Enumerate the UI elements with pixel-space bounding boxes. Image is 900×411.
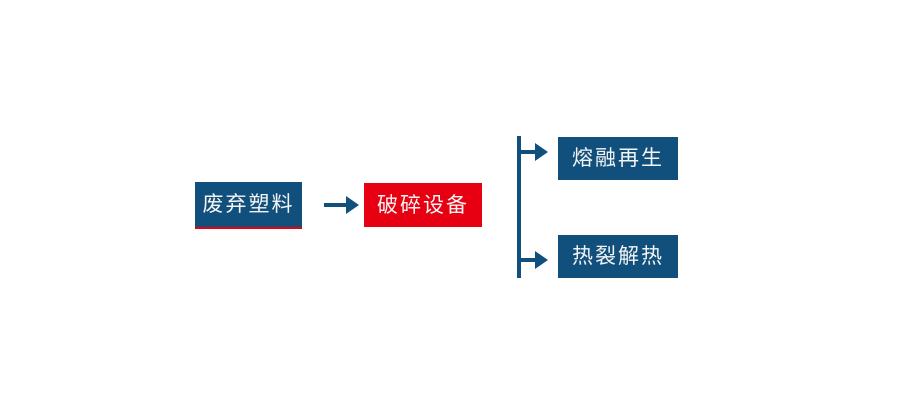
node-waste-plastic: 废弃塑料: [195, 182, 302, 229]
branch-connector: [517, 136, 548, 278]
branch-arrow-bottom-icon: [519, 251, 548, 269]
node-melt-regeneration: 熔融再生: [558, 137, 678, 180]
node-waste-plastic-label: 废弃塑料: [202, 192, 295, 216]
branch-line: [517, 136, 521, 278]
node-crushing-equipment-label: 破碎设备: [377, 192, 469, 217]
node-crushing-equipment: 破碎设备: [364, 183, 482, 227]
branch-arrow-top-icon: [519, 143, 548, 161]
node-melt-regeneration-label: 熔融再生: [572, 146, 664, 170]
node-pyrolysis-heat: 热裂解热: [558, 235, 678, 278]
arrow-right-icon: [324, 196, 359, 214]
node-pyrolysis-heat-label: 热裂解热: [572, 244, 664, 268]
